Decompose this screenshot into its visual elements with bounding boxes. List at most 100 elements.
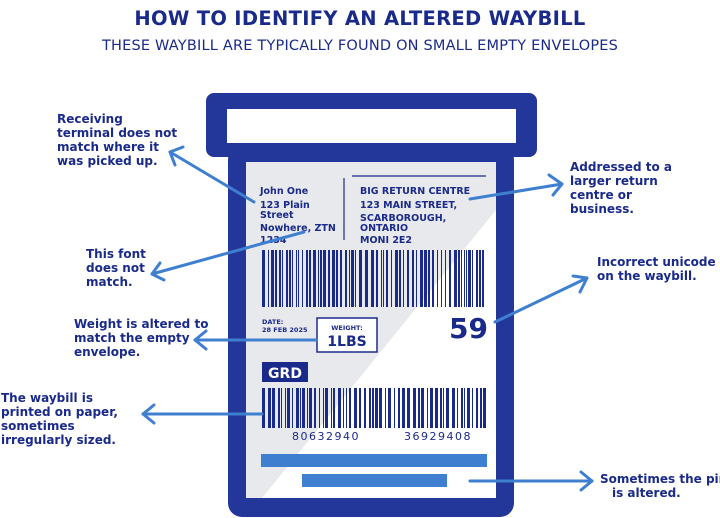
barcode-bar bbox=[309, 388, 312, 428]
callout-font-line: This font bbox=[86, 247, 146, 261]
barcode-bar bbox=[343, 388, 344, 428]
barcode-bar bbox=[483, 388, 486, 428]
barcode-bar bbox=[476, 250, 478, 307]
page-title: HOW TO IDENTIFY AN ALTERED WAYBILL bbox=[134, 7, 586, 30]
callout-pin-line: is altered. bbox=[612, 486, 681, 500]
weight-label: WEIGHT: bbox=[331, 324, 362, 332]
barcode-bar bbox=[272, 388, 275, 428]
callout-weight: Weight is altered to match the empty env… bbox=[74, 317, 208, 359]
barcode-bar bbox=[386, 250, 388, 307]
barcode-bar bbox=[457, 388, 458, 428]
barcode-bar bbox=[468, 250, 471, 307]
recipient-city: SCARBOROUGH, bbox=[360, 213, 446, 224]
sender-street-1: 123 Plain bbox=[260, 200, 310, 211]
barcode-bar bbox=[365, 250, 368, 307]
callout-pin: Sometimes the pin is altered. bbox=[600, 472, 720, 500]
weight-box bbox=[316, 317, 378, 353]
barcode-bar bbox=[418, 388, 420, 428]
barcode-bar bbox=[416, 250, 417, 307]
barcode-bar bbox=[307, 388, 308, 428]
service-badge bbox=[262, 362, 308, 382]
barcode-bar bbox=[420, 250, 423, 307]
barcode-bar bbox=[476, 388, 478, 428]
barcode-bar bbox=[437, 250, 438, 307]
barcode-bar bbox=[371, 250, 374, 307]
service-code: GRD bbox=[268, 366, 302, 382]
arrow-unicode bbox=[493, 274, 589, 324]
barcode-bar bbox=[314, 388, 316, 428]
barcode-bar bbox=[302, 250, 303, 307]
callout-addressed-line: centre or bbox=[570, 188, 632, 202]
barcode-bar bbox=[319, 388, 320, 428]
callout-terminal-line: was picked up. bbox=[57, 154, 158, 168]
callout-terminal: Receiving terminal does not match where … bbox=[57, 112, 177, 168]
barcode-bar bbox=[446, 388, 449, 428]
arrow-paper bbox=[141, 403, 264, 425]
barcode-bar bbox=[458, 250, 460, 307]
barcode-bar bbox=[407, 250, 409, 307]
callout-font-line: does not bbox=[86, 261, 145, 275]
arrow-pin bbox=[468, 470, 594, 492]
barcode-bar bbox=[464, 250, 465, 307]
callout-terminal-line: terminal does not bbox=[57, 126, 178, 140]
barcode-bar bbox=[323, 388, 324, 428]
barcode-bar bbox=[482, 250, 484, 307]
barcode-bar bbox=[467, 388, 470, 428]
barcode-bar bbox=[461, 250, 462, 307]
barcode-bar bbox=[413, 388, 416, 428]
recipient-name: BIG RETURN CENTRE bbox=[360, 186, 470, 197]
barcode-bar bbox=[309, 250, 311, 307]
arrow-terminal bbox=[168, 145, 256, 204]
barcode-bar bbox=[480, 388, 482, 428]
barcode-bar bbox=[349, 388, 351, 428]
barcode-bar bbox=[275, 250, 277, 307]
barcode-bar bbox=[287, 388, 290, 428]
envelope-cap-slot bbox=[227, 109, 516, 143]
callout-font: This font does not match. bbox=[86, 247, 146, 289]
barcode-bar bbox=[331, 388, 332, 428]
callout-paper-line: sometimes bbox=[1, 419, 75, 433]
barcode-bar bbox=[286, 250, 288, 307]
barcode-bar bbox=[268, 250, 269, 307]
barcode-bar bbox=[271, 250, 274, 307]
barcode-bar bbox=[479, 250, 481, 307]
barcode-bar bbox=[441, 250, 442, 307]
barcode-bar bbox=[262, 388, 265, 428]
barcode-bar bbox=[428, 250, 430, 307]
callout-font-line: match. bbox=[86, 275, 133, 289]
recipient-postal: MONI 2E2 bbox=[360, 235, 412, 246]
barcode-bar bbox=[325, 388, 328, 428]
callout-unicode-line: Incorrect unicode bbox=[597, 255, 716, 269]
callout-unicode-line: on the waybill. bbox=[597, 269, 697, 283]
barcode-bar bbox=[421, 388, 424, 428]
barcode-bar bbox=[268, 388, 271, 428]
barcode-bar bbox=[289, 250, 291, 307]
barcode-bar bbox=[472, 250, 473, 307]
callout-addressed-line: business. bbox=[570, 202, 634, 216]
barcode-bar bbox=[383, 250, 384, 307]
barcode-bar bbox=[454, 250, 457, 307]
barcode-bar bbox=[320, 250, 322, 307]
sender-city: Nowhere, ZTN bbox=[260, 223, 336, 234]
barcode-bar bbox=[359, 388, 361, 428]
barcode-bar bbox=[306, 250, 308, 307]
barcode-bar bbox=[379, 388, 382, 428]
callout-addressed-line: Addressed to a bbox=[570, 160, 672, 174]
barcode-bar bbox=[399, 250, 401, 307]
barcode-bar bbox=[388, 388, 391, 428]
barcode-bar bbox=[332, 250, 335, 307]
callout-weight-line: envelope. bbox=[74, 345, 141, 359]
barcode-bar bbox=[376, 250, 378, 307]
barcode-bar bbox=[313, 250, 316, 307]
barcode-bar bbox=[338, 388, 341, 428]
barcode-bar bbox=[364, 388, 366, 428]
pin-bar-short bbox=[302, 474, 447, 487]
barcode-bar bbox=[336, 250, 338, 307]
barcode-number-left: 80632940 bbox=[292, 430, 360, 443]
barcode-bar bbox=[298, 250, 299, 307]
barcode-bar bbox=[381, 250, 382, 307]
barcode-bar bbox=[427, 388, 428, 428]
callout-paper-line: The waybill is bbox=[1, 391, 94, 405]
barcode-bar bbox=[403, 250, 404, 307]
